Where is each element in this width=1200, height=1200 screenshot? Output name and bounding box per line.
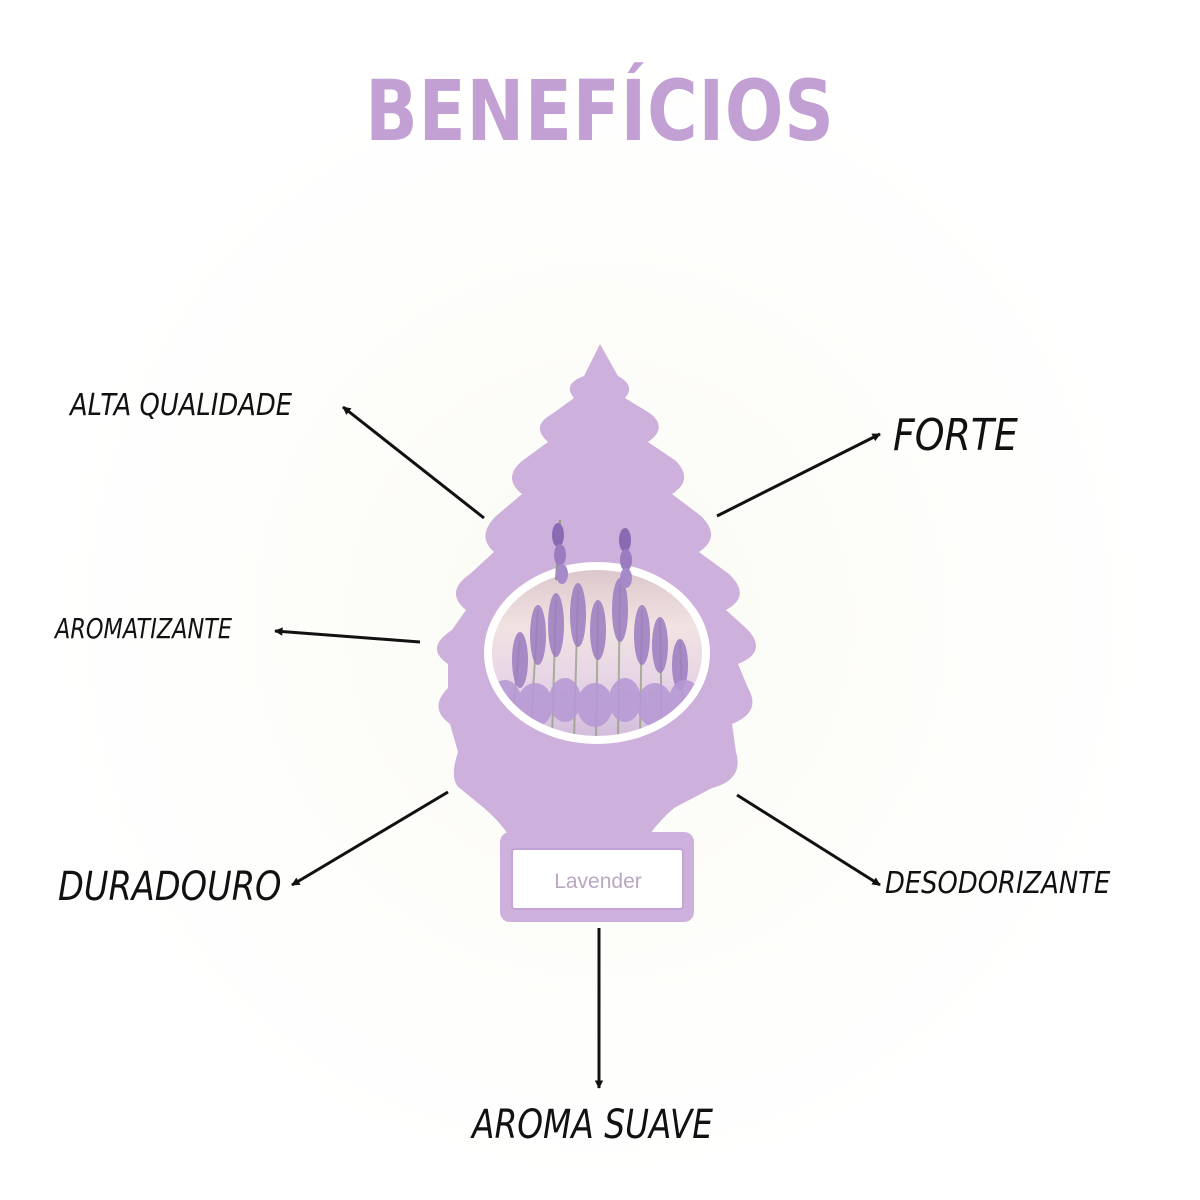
tree-badge [511, 848, 684, 910]
lavender-sprig-icon [552, 519, 632, 588]
benefit-label-aromatizante: AROMATIZANTE [55, 612, 233, 645]
tree-air-freshener-icon: Lavender [436, 344, 756, 922]
benefit-label-forte: FORTE [893, 410, 1018, 461]
arrow-forte [716, 432, 881, 518]
lavender-photo [492, 570, 702, 736]
benefit-label-alta-qualidade: ALTA QUALIDADE [70, 388, 293, 423]
badge-label: Lavender [554, 870, 642, 893]
benefit-label-desodorizante: DESODORIZANTE [885, 866, 1111, 901]
arrow-duradouro [291, 790, 449, 887]
arrow-alta-qualidade [342, 405, 485, 520]
arrow-desodorizante [736, 793, 881, 887]
page-title: BENEFÍCIOS [365, 62, 835, 160]
benefit-label-aroma-suave: AROMA SUAVE [472, 1102, 714, 1148]
arrow-aromatizante [274, 627, 421, 644]
benefit-label-duradouro: DURADOURO [58, 864, 282, 910]
arrows [274, 405, 881, 1089]
